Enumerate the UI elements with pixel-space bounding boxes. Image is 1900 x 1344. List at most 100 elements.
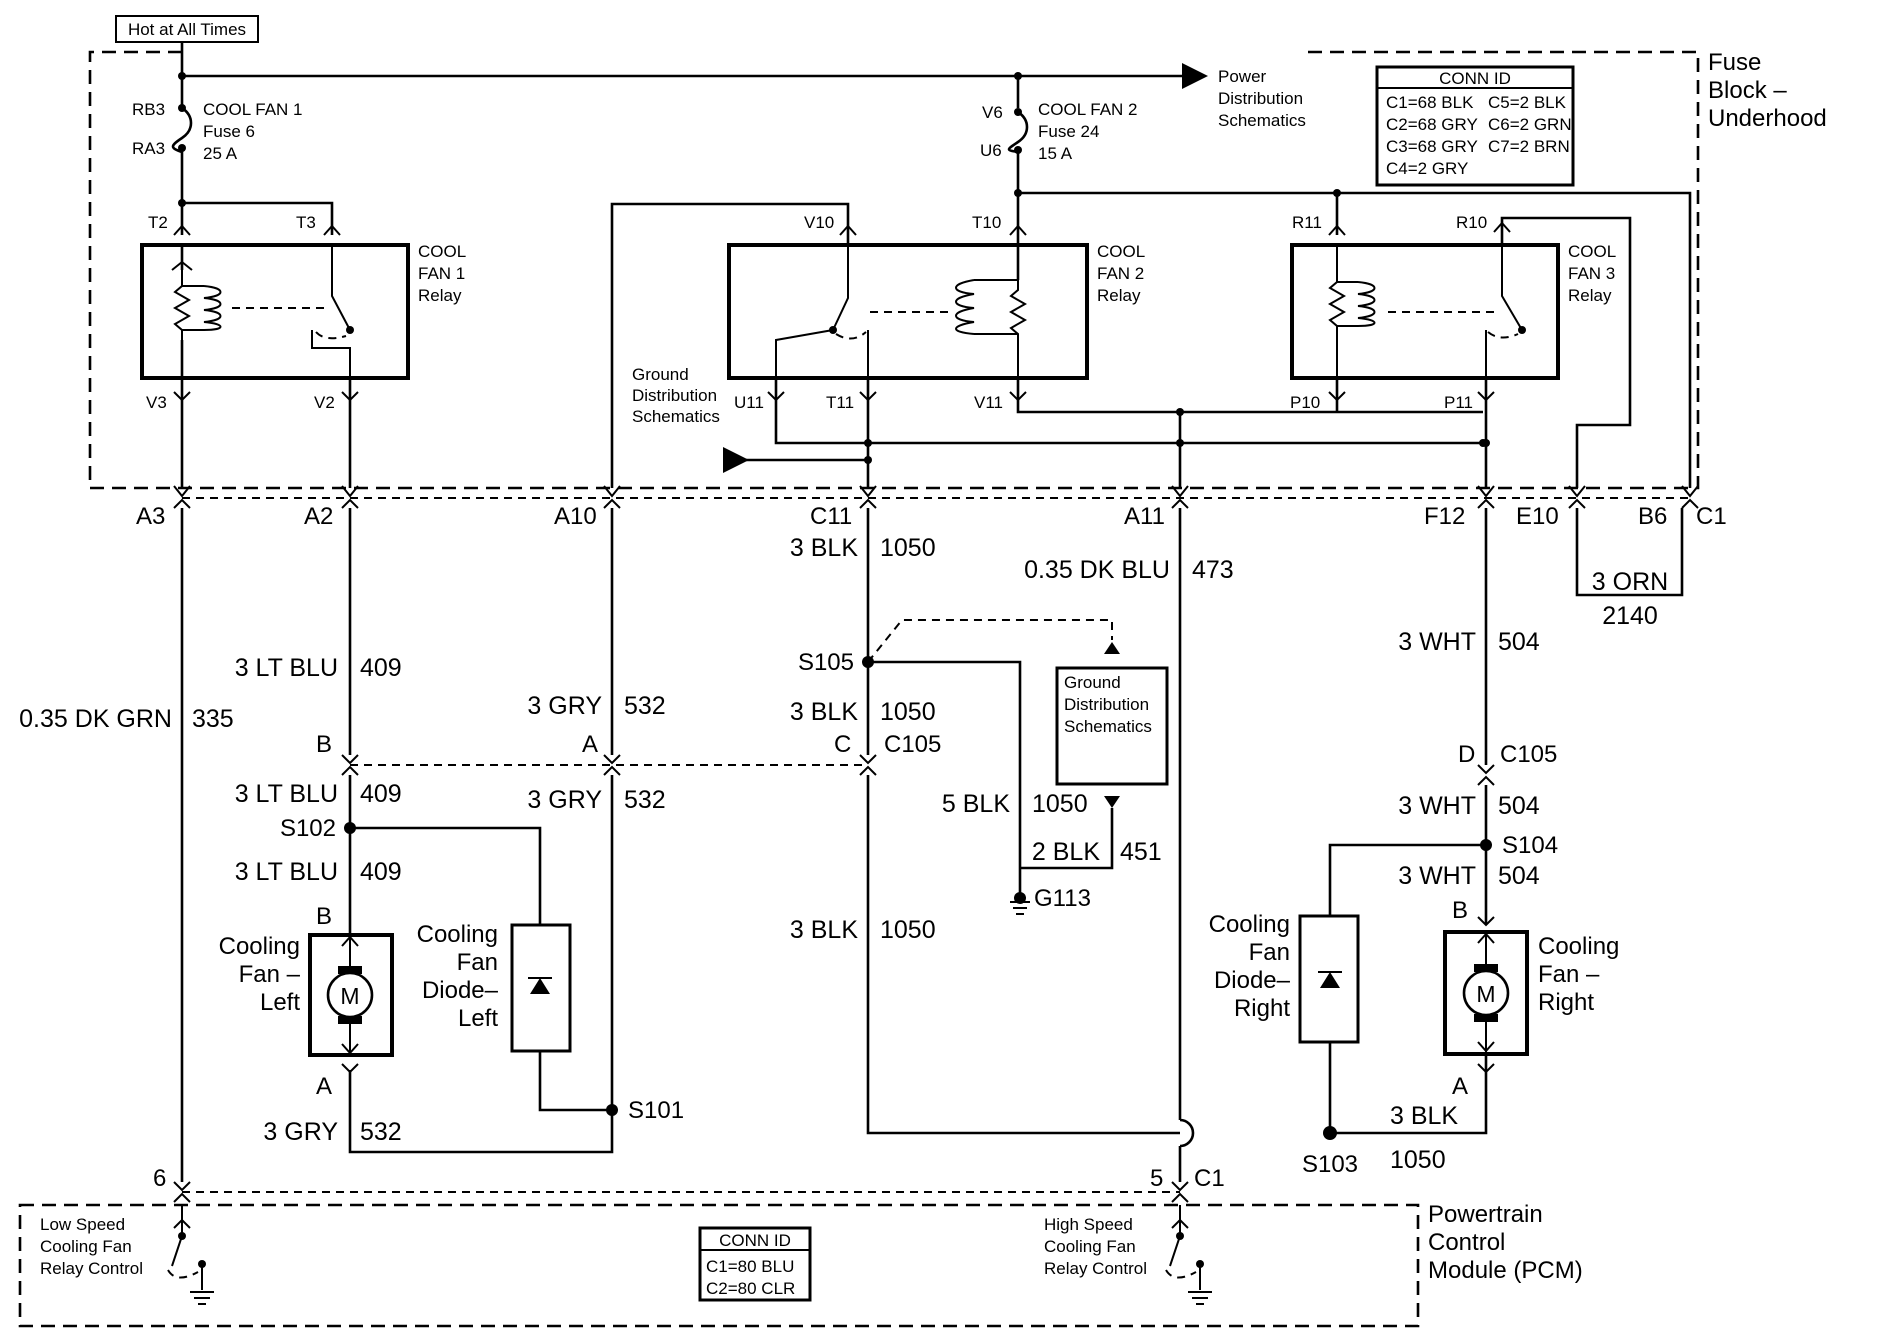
fan-left-pin-a: A: [316, 1073, 332, 1100]
svg-text:C1=80 BLU: C1=80 BLU: [706, 1257, 794, 1276]
pin-v11: V11: [974, 393, 1003, 412]
svg-text:3 WHT: 3 WHT: [1398, 862, 1476, 890]
svg-text:Cooling: Cooling: [417, 921, 498, 948]
svg-text:473: 473: [1192, 556, 1234, 584]
wire-532: [348, 508, 614, 1154]
c105-pin-d: D: [1458, 741, 1475, 768]
svg-text:Module (PCM): Module (PCM): [1428, 1257, 1583, 1284]
svg-text:504: 504: [1498, 862, 1540, 890]
svg-text:RB3: RB3: [132, 100, 165, 119]
svg-text:Control: Control: [1428, 1229, 1505, 1256]
wire-label-409-low: 3 LT BLU 409: [235, 858, 402, 886]
svg-text:504: 504: [1498, 628, 1540, 656]
ground-distribution-box: Ground Distribution Schematics: [1055, 666, 1169, 786]
cooling-fan-left: M: [308, 933, 394, 1057]
svg-text:3 BLK: 3 BLK: [1390, 1102, 1458, 1130]
pin-u11: U11: [734, 393, 764, 412]
connector-pin-labels: A3 A2 A10 C11 A11 F12 E10 B6 C1: [136, 503, 1727, 530]
wire-label-335: 0.35 DK GRN 335: [19, 705, 234, 733]
pin-t10: T10: [972, 213, 1001, 232]
cool-fan-2-relay: COOL FAN 2 Relay: [727, 242, 1145, 380]
svg-text:Block –: Block –: [1708, 77, 1787, 104]
svg-text:CONN ID: CONN ID: [1439, 69, 1511, 88]
wire-label-532-mid: 3 GRY 532: [527, 786, 665, 814]
fan-right-pin-b: B: [1452, 897, 1468, 924]
svg-text:0.35 DK GRN: 0.35 DK GRN: [19, 705, 172, 733]
pcm-pin-5: 5: [1150, 1165, 1163, 1192]
svg-text:Fan –: Fan –: [1538, 961, 1600, 988]
svg-text:S105: S105: [798, 649, 854, 676]
svg-text:532: 532: [360, 1118, 402, 1146]
pin-v10: V10: [804, 213, 834, 232]
svg-text:Right: Right: [1538, 989, 1594, 1016]
svg-text:Fan: Fan: [1249, 939, 1290, 966]
svg-text:U6: U6: [980, 141, 1002, 160]
pin-t2: T2: [148, 213, 168, 232]
svg-text:3 WHT: 3 WHT: [1398, 628, 1476, 656]
pcm-conn-id: CONN ID C1=80 BLU C2=80 CLR: [698, 1226, 812, 1302]
cooling-fan-right: M: [1443, 930, 1529, 1056]
cooling-fan-diode-right: [1298, 914, 1360, 1044]
fuse-cool-fan-1: RB3 RA3 COOL FAN 1 Fuse 6 25 A: [132, 100, 303, 163]
svg-text:M: M: [340, 983, 359, 1009]
wire-label-1050-low: 3 BLK 1050: [790, 916, 936, 944]
fuse-block-conn-id: CONN ID C1=68 BLK C2=68 GRY C3=68 GRY C4…: [1375, 65, 1575, 187]
cool-fan-1-relay: COOL FAN 1 Relay: [140, 242, 466, 380]
svg-text:Fan: Fan: [457, 949, 498, 976]
hot-at-all-times-label: Hot at All Times: [115, 15, 259, 43]
svg-text:3 LT BLU: 3 LT BLU: [235, 780, 338, 808]
svg-text:Fan –: Fan –: [239, 961, 301, 988]
svg-text:E10: E10: [1516, 503, 1559, 530]
svg-text:F12: F12: [1424, 503, 1465, 530]
svg-text:1050: 1050: [1390, 1146, 1446, 1174]
connector-c1-arrows: [173, 485, 1699, 509]
svg-text:C11: C11: [810, 503, 852, 530]
svg-text:COOL: COOL: [418, 242, 466, 261]
fan-left-pin-b: B: [316, 903, 332, 930]
ground-distribution-ref-top: Ground Distribution Schematics: [632, 365, 720, 426]
svg-text:FAN 3: FAN 3: [1568, 264, 1615, 283]
wire-label-409-top: 3 LT BLU 409: [235, 654, 402, 682]
wire-label-473: 0.35 DK BLU 473: [1024, 556, 1234, 584]
svg-text:409: 409: [360, 654, 402, 682]
svg-text:25 A: 25 A: [203, 144, 238, 163]
wire-2140: [1575, 508, 1684, 597]
svg-text:COOL FAN 1: COOL FAN 1: [203, 100, 303, 119]
svg-text:Powertrain: Powertrain: [1428, 1201, 1543, 1228]
wire-label-1050-mid: 3 BLK 1050: [790, 698, 936, 726]
pin-t3: T3: [296, 213, 316, 232]
c105-pin-a: A: [582, 731, 598, 758]
svg-text:COOL: COOL: [1568, 242, 1616, 261]
svg-text:409: 409: [360, 858, 402, 886]
pcm-pin-6: 6: [153, 1165, 166, 1192]
cooling-fan-right-label: Cooling Fan – Right: [1538, 933, 1619, 1016]
cool-fan-3-relay: COOL FAN 3 Relay: [1290, 242, 1616, 380]
wire-label-504-top: 3 WHT 504: [1398, 628, 1540, 656]
svg-text:1050: 1050: [1032, 790, 1088, 818]
wire-1050: [866, 508, 1180, 1135]
svg-text:Fuse 6: Fuse 6: [203, 122, 255, 141]
svg-text:Cooling: Cooling: [1538, 933, 1619, 960]
svg-text:Underhood: Underhood: [1708, 105, 1827, 132]
pcm-high-speed-relay-control: High Speed Cooling Fan Relay Control: [1044, 1205, 1212, 1305]
svg-text:C1: C1: [1696, 503, 1727, 530]
svg-text:Ground: Ground: [1064, 673, 1121, 692]
wire-label-1050-right: 3 BLK 1050: [1390, 1102, 1458, 1174]
pin-v2: V2: [314, 393, 335, 412]
svg-text:S103: S103: [1302, 1151, 1358, 1178]
c105-label-right: C105: [1500, 741, 1557, 768]
splice-s101: [606, 1104, 618, 1116]
fan-right-pin-a: A: [1452, 1073, 1468, 1100]
pcm-boundary: [18, 1203, 1420, 1328]
svg-text:15 A: 15 A: [1038, 144, 1073, 163]
svg-text:3 GRY: 3 GRY: [527, 786, 602, 814]
pcm-title: Powertrain Control Module (PCM): [1428, 1201, 1583, 1284]
pin-p11: P11: [1444, 393, 1473, 412]
svg-text:Right: Right: [1234, 995, 1290, 1022]
svg-text:C2=80 CLR: C2=80 CLR: [706, 1279, 795, 1298]
wire-label-532-low: 3 GRY 532: [263, 1118, 401, 1146]
connector-c105-arrows: [341, 754, 1495, 786]
svg-text:Cooling Fan: Cooling Fan: [40, 1237, 132, 1256]
svg-text:504: 504: [1498, 792, 1540, 820]
